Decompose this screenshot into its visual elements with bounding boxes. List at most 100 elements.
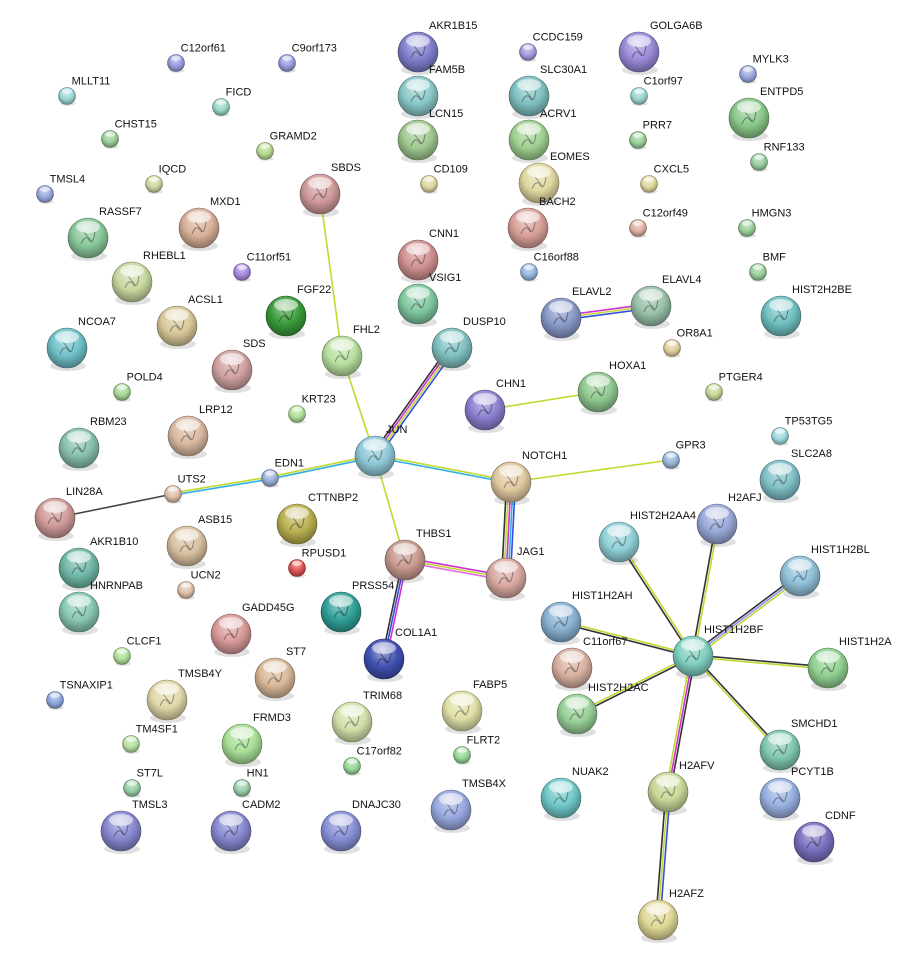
edge-hist1h2bf-h2afv[interactable] xyxy=(665,655,696,793)
node-jun[interactable]: JUN xyxy=(354,424,407,479)
node-krt23[interactable]: KRT23 xyxy=(288,394,336,424)
node-entpd5[interactable]: ENTPD5 xyxy=(728,86,803,141)
node-chn1[interactable]: CHN1 xyxy=(464,378,526,433)
node-sbds[interactable]: SBDS xyxy=(299,162,361,217)
node-flrt2[interactable]: FLRT2 xyxy=(453,735,501,765)
node-st7[interactable]: ST7 xyxy=(254,646,306,701)
node-slc2a8[interactable]: SLC2A8 xyxy=(759,448,832,503)
node-hnrnpab[interactable]: HNRNPAB xyxy=(58,580,143,635)
node-acrv1[interactable]: ACRV1 xyxy=(508,108,576,163)
node-c17orf82[interactable]: C17orf82 xyxy=(343,746,402,776)
node-tmsl3[interactable]: TMSL3 xyxy=(100,799,167,854)
node-hist1h2bf[interactable]: HIST1H2BF xyxy=(672,624,764,679)
node-cttnbp2[interactable]: CTTNBP2 xyxy=(276,492,358,547)
node-pcyt1b[interactable]: PCYT1B xyxy=(759,766,834,821)
node-thbs1[interactable]: THBS1 xyxy=(384,528,451,583)
node-rpusd1[interactable]: RPUSD1 xyxy=(288,548,347,578)
node-rassf7[interactable]: RASSF7 xyxy=(67,206,142,261)
node-tmsb4y[interactable]: TMSB4Y xyxy=(146,668,223,723)
node-cxcl5[interactable]: CXCL5 xyxy=(640,164,690,194)
node-h2afv[interactable]: H2AFV xyxy=(647,760,715,815)
node-ccdc159[interactable]: CCDC159 xyxy=(519,32,583,62)
node-h2afz[interactable]: H2AFZ xyxy=(637,888,704,943)
node-tsnaxip1[interactable]: TSNAXIP1 xyxy=(46,680,113,710)
node-hist1h2ah[interactable]: HIST1H2AH xyxy=(540,590,633,645)
node-st7l[interactable]: ST7L xyxy=(123,768,163,798)
node-c11orf67[interactable]: C11orf67 xyxy=(551,636,627,691)
node-col1a1[interactable]: COL1A1 xyxy=(363,627,437,682)
edge-hist1h2bf-hist1h2ah[interactable] xyxy=(560,620,694,658)
edge-edn1-uts2[interactable] xyxy=(172,476,271,496)
node-asb15[interactable]: ASB15 xyxy=(166,514,232,569)
node-mxd1[interactable]: MXD1 xyxy=(178,196,241,251)
node-elavl4[interactable]: ELAVL4 xyxy=(630,274,702,329)
node-akr1b10[interactable]: AKR1B10 xyxy=(58,536,138,591)
edge-hist1h2bf-hist2h2aa4[interactable] xyxy=(617,540,695,658)
node-fabp5[interactable]: FABP5 xyxy=(441,679,507,734)
node-sds[interactable]: SDS xyxy=(211,338,266,393)
node-elavl2[interactable]: ELAVL2 xyxy=(540,286,612,341)
node-ncoa7[interactable]: NCOA7 xyxy=(46,316,116,371)
node-clcf1[interactable]: CLCF1 xyxy=(113,636,162,666)
node-prr7[interactable]: PRR7 xyxy=(629,120,673,150)
node-rbm23[interactable]: RBM23 xyxy=(58,416,127,471)
node-tm4sf1[interactable]: TM4SF1 xyxy=(122,724,178,754)
node-hist2h2aa4[interactable]: HIST2H2AA4 xyxy=(598,510,696,565)
node-rhebl1[interactable]: RHEBL1 xyxy=(111,250,186,305)
node-chst15[interactable]: CHST15 xyxy=(101,119,157,149)
edge-notch1-gpr3[interactable] xyxy=(510,459,672,483)
edge-hist1h2bf-smchd1[interactable] xyxy=(691,654,782,752)
node-tp53tg5[interactable]: TP53TG5 xyxy=(771,416,833,446)
node-fam5b[interactable]: FAM5B xyxy=(397,64,465,119)
node-iqcd[interactable]: IQCD xyxy=(145,164,187,194)
node-fgf22[interactable]: FGF22 xyxy=(265,284,331,339)
node-rnf133[interactable]: RNF133 xyxy=(750,142,805,172)
node-golga6b[interactable]: GOLGA6B xyxy=(618,20,703,75)
node-ptger4[interactable]: PTGER4 xyxy=(705,372,763,402)
node-notch1[interactable]: NOTCH1 xyxy=(490,450,567,505)
edge-jun-notch1[interactable] xyxy=(374,454,512,484)
node-tmsl4[interactable]: TMSL4 xyxy=(36,174,86,204)
node-akr1b15[interactable]: AKR1B15 xyxy=(397,20,477,75)
node-cnn1[interactable]: CNN1 xyxy=(397,228,459,283)
edge-h2afv-h2afz[interactable] xyxy=(655,791,671,921)
node-eomes[interactable]: EOMES xyxy=(518,151,590,206)
node-c1orf97[interactable]: C1orf97 xyxy=(630,76,683,106)
edge-hist1h2bf-hist1h2a[interactable] xyxy=(692,654,829,670)
node-nuak2[interactable]: NUAK2 xyxy=(540,766,609,821)
node-smchd1[interactable]: SMCHD1 xyxy=(759,718,837,773)
node-pold4[interactable]: POLD4 xyxy=(113,372,163,402)
node-ficd[interactable]: FICD xyxy=(212,87,252,117)
node-lrp12[interactable]: LRP12 xyxy=(167,404,233,459)
node-hist1h2a[interactable]: HIST1H2A xyxy=(807,636,892,691)
node-gramd2[interactable]: GRAMD2 xyxy=(256,131,317,161)
node-prss54[interactable]: PRSS54 xyxy=(320,580,394,635)
node-cd109[interactable]: CD109 xyxy=(420,164,468,194)
node-ucn2[interactable]: UCN2 xyxy=(177,570,221,600)
node-gadd45g[interactable]: GADD45G xyxy=(210,602,295,657)
node-c9orf173[interactable]: C9orf173 xyxy=(278,43,337,73)
node-gpr3[interactable]: GPR3 xyxy=(662,440,706,470)
node-bmf[interactable]: BMF xyxy=(749,252,787,282)
node-c11orf51[interactable]: C11orf51 xyxy=(233,252,292,282)
edge-sbds-fhl2[interactable] xyxy=(319,193,343,357)
node-uts2[interactable]: UTS2 xyxy=(164,474,206,504)
node-hist1h2bl[interactable]: HIST1H2BL xyxy=(779,544,870,599)
node-frmd3[interactable]: FRMD3 xyxy=(221,712,291,767)
node-hist2h2be[interactable]: HIST2H2BE xyxy=(760,284,852,339)
node-mylk3[interactable]: MYLK3 xyxy=(739,54,789,84)
node-acsl1[interactable]: ACSL1 xyxy=(156,294,223,349)
edge-hist1h2bf-h2afj[interactable] xyxy=(691,523,719,657)
node-edn1[interactable]: EDN1 xyxy=(261,458,305,488)
node-or8a1[interactable]: OR8A1 xyxy=(663,328,713,358)
node-vsig1[interactable]: VSIG1 xyxy=(397,272,461,327)
node-dusp10[interactable]: DUSP10 xyxy=(431,316,506,371)
node-hn1[interactable]: HN1 xyxy=(233,768,269,798)
node-h2afj[interactable]: H2AFJ xyxy=(696,492,762,547)
edge-hist1h2bf-hist1h2bl[interactable] xyxy=(691,573,802,659)
node-tmsb4x[interactable]: TMSB4X xyxy=(430,778,507,833)
node-fhl2[interactable]: FHL2 xyxy=(321,324,380,379)
node-c12orf49[interactable]: C12orf49 xyxy=(629,208,688,238)
node-lin28a[interactable]: LIN28A xyxy=(34,486,103,541)
edge-jun-dusp10[interactable] xyxy=(371,345,456,459)
